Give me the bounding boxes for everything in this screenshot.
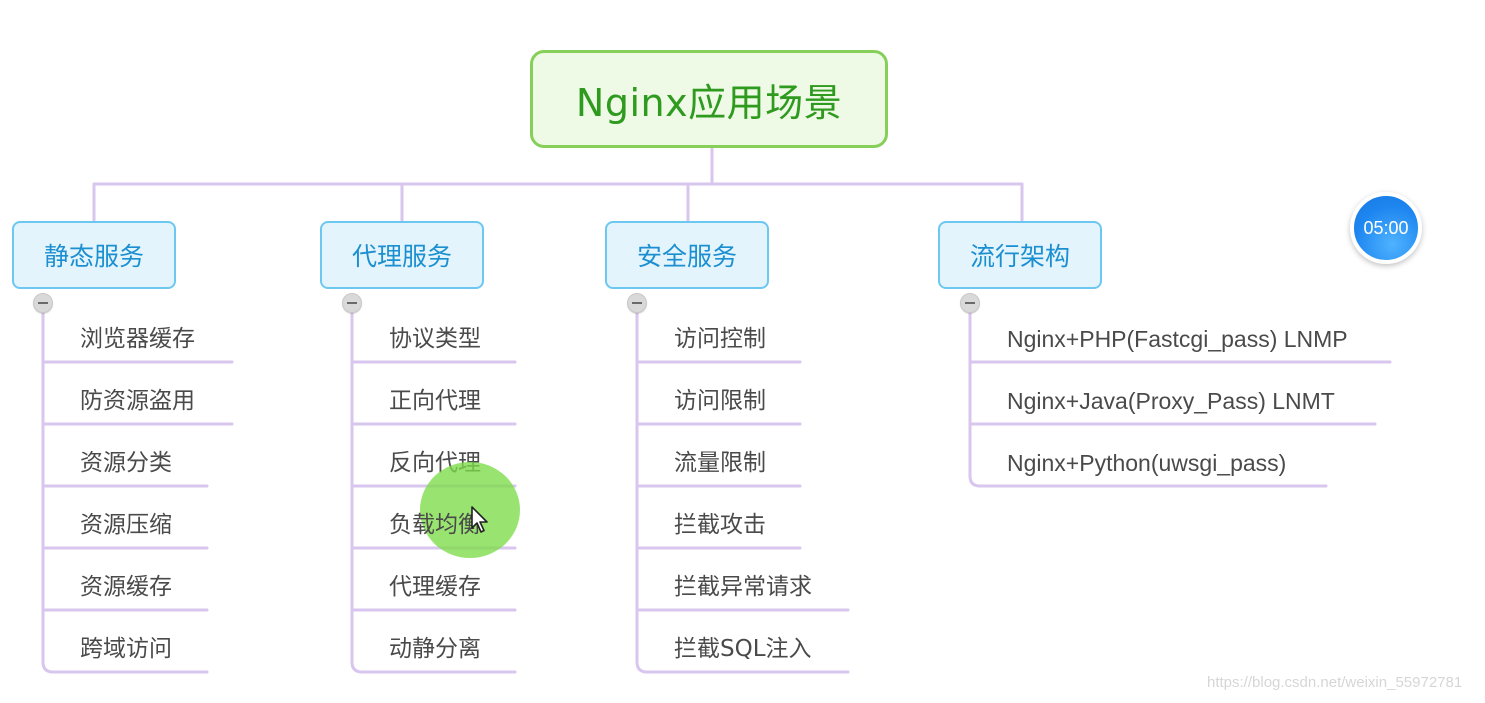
leaf-node[interactable]: 访问控制	[674, 326, 766, 352]
collapse-minus-icon[interactable]	[627, 293, 647, 313]
collapse-minus-icon[interactable]	[960, 293, 980, 313]
leaf-node[interactable]: 资源压缩	[80, 512, 172, 538]
leaf-node[interactable]: 拦截攻击	[674, 512, 766, 538]
leaf-node[interactable]: 动静分离	[389, 636, 481, 662]
leaf-node[interactable]: 协议类型	[389, 326, 481, 352]
root-node[interactable]: Nginx应用场景	[530, 50, 888, 148]
leaf-node[interactable]: 正向代理	[389, 388, 481, 414]
leaf-node[interactable]: 资源缓存	[80, 574, 172, 600]
leaf-node[interactable]: 访问限制	[674, 388, 766, 414]
leaf-node[interactable]: Nginx+PHP(Fastcgi_pass) LNMP	[1007, 326, 1348, 352]
leaf-node[interactable]: Nginx+Python(uwsgi_pass)	[1007, 450, 1287, 476]
leaf-node[interactable]: 防资源盗用	[80, 388, 195, 414]
leaf-node[interactable]: 浏览器缓存	[80, 326, 195, 352]
leaf-node[interactable]: 拦截SQL注入	[674, 636, 812, 662]
category-node-security-service[interactable]: 安全服务	[605, 221, 769, 289]
watermark-url: https://blog.csdn.net/weixin_55972781	[1207, 674, 1463, 691]
cursor-highlight	[420, 462, 520, 558]
leaf-node[interactable]: 资源分类	[80, 450, 172, 476]
leaf-node[interactable]: 代理缓存	[389, 574, 481, 600]
leaf-node[interactable]: 跨域访问	[80, 636, 172, 662]
mouse-pointer-icon	[471, 506, 488, 533]
leaf-node[interactable]: Nginx+Java(Proxy_Pass) LNMT	[1007, 388, 1335, 414]
leaf-node[interactable]: 拦截异常请求	[674, 574, 812, 600]
timer-badge[interactable]: 05:00	[1350, 192, 1422, 264]
category-node-proxy-service[interactable]: 代理服务	[320, 221, 484, 289]
category-node-popular-architecture[interactable]: 流行架构	[938, 221, 1102, 289]
leaf-node[interactable]: 流量限制	[674, 450, 766, 476]
category-node-static-service[interactable]: 静态服务	[12, 221, 176, 289]
leaf-node[interactable]: 负载均衡	[389, 512, 481, 538]
collapse-minus-icon[interactable]	[342, 293, 362, 313]
collapse-minus-icon[interactable]	[33, 293, 53, 313]
